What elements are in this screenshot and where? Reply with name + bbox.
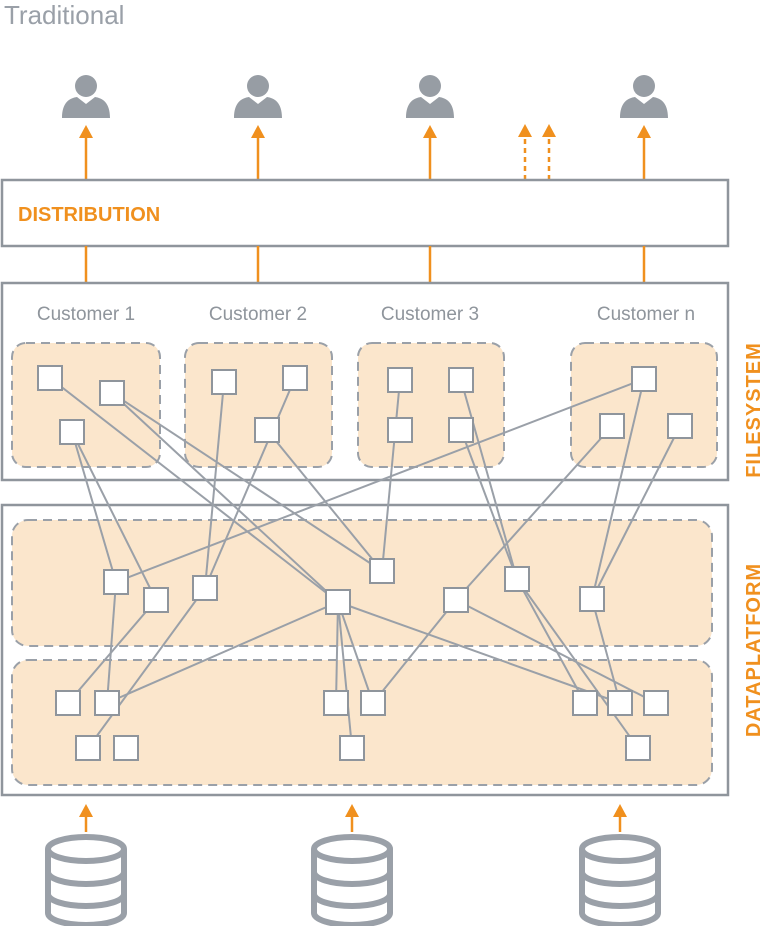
arrow-up-icon — [345, 804, 359, 817]
user-icon — [234, 75, 282, 118]
database-icon — [582, 837, 658, 925]
customer-label: Customer n — [597, 304, 695, 325]
data-node — [443, 587, 469, 613]
data-node — [631, 366, 657, 392]
data-node — [103, 569, 129, 595]
data-node — [369, 558, 395, 584]
source-arrows — [79, 804, 627, 832]
data-node — [504, 566, 530, 592]
arrow-up-icon — [423, 125, 437, 138]
filesystem-label: FILESYSTEM — [743, 342, 765, 478]
arrow-up-icon — [637, 125, 651, 138]
database-icon — [314, 837, 390, 925]
customer-label: Customer 3 — [381, 304, 479, 325]
data-node — [643, 690, 669, 716]
arrow-up-icon — [79, 125, 93, 138]
user-icon — [62, 75, 110, 118]
user-icon — [620, 75, 668, 118]
diagram-title: Traditional — [4, 0, 124, 30]
customer-label: Customer 2 — [209, 304, 307, 325]
data-node — [667, 413, 693, 439]
data-node — [192, 575, 218, 601]
distribution-layer — [0, 178, 730, 248]
data-node — [448, 417, 474, 443]
data-node — [387, 367, 413, 393]
data-node — [59, 419, 85, 445]
data-node — [572, 690, 598, 716]
arrow-up-icon — [542, 124, 556, 137]
dataplatform-label: DATAPLATFORM — [743, 563, 765, 737]
data-links — [49, 377, 681, 749]
arrow-up-icon — [518, 124, 532, 137]
data-node — [37, 365, 63, 391]
user-icon — [406, 75, 454, 118]
data-node — [99, 380, 125, 406]
customer-zone — [357, 342, 505, 468]
arrow-up-icon — [613, 804, 627, 817]
data-sources — [48, 837, 658, 925]
data-node — [254, 417, 280, 443]
data-node — [75, 735, 101, 761]
data-node — [143, 587, 169, 613]
data-node — [94, 690, 120, 716]
arrow-up-icon — [79, 804, 93, 817]
customer-zone — [184, 342, 333, 468]
data-node — [55, 690, 81, 716]
data-node — [113, 735, 139, 761]
data-node — [579, 586, 605, 612]
data-nodes — [37, 365, 693, 761]
data-node — [211, 369, 237, 395]
data-node — [607, 690, 633, 716]
arrow-up-icon — [251, 125, 265, 138]
dataplatform-lower-zone — [11, 659, 713, 786]
database-icon — [48, 837, 124, 925]
data-node — [599, 413, 625, 439]
customer-label: Customer 1 — [37, 304, 135, 325]
filesystem-to-distribution-connectors — [84, 246, 646, 283]
data-node — [387, 417, 413, 443]
distribution-label: DISTRIBUTION — [18, 204, 160, 226]
data-node — [282, 365, 308, 391]
data-node — [325, 589, 351, 615]
data-node — [360, 690, 386, 716]
distribution-to-users-arrows — [79, 124, 651, 180]
data-node — [625, 735, 651, 761]
data-node — [339, 735, 365, 761]
users-row — [62, 75, 668, 118]
data-node — [448, 367, 474, 393]
data-node — [323, 690, 349, 716]
